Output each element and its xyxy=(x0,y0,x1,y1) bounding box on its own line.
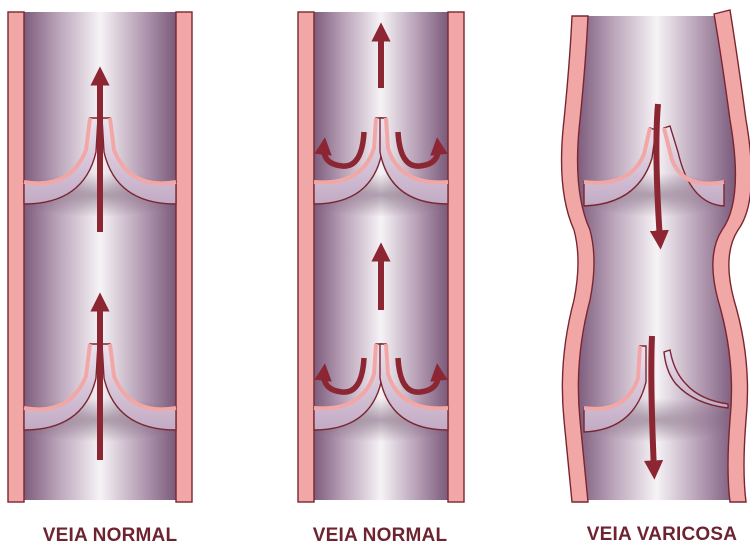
panel-normal-closed xyxy=(298,12,464,502)
panel-normal-open xyxy=(8,12,192,502)
vein-wall-left xyxy=(298,12,314,502)
flow-arrow-down xyxy=(656,104,660,240)
vein-wall-left xyxy=(8,12,24,502)
flow-arrow-down xyxy=(651,336,654,470)
vein-wall-right xyxy=(448,12,464,502)
vein-wall-right xyxy=(176,12,192,502)
caption-varicose: VEIA VARICOSA xyxy=(572,524,750,546)
caption-normal-open: VEIA NORMAL xyxy=(35,525,185,547)
caption-normal-closed: VEIA NORMAL xyxy=(300,525,460,547)
panel-varicose xyxy=(562,10,750,502)
